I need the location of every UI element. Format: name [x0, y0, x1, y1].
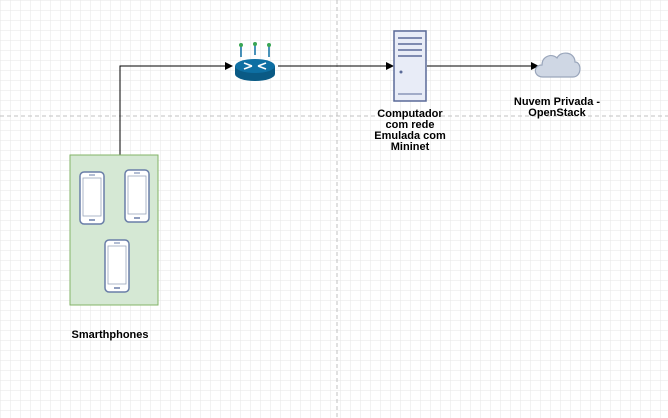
computer-label-line: Mininet — [390, 141, 430, 153]
smartphone-icon — [79, 171, 105, 225]
cloud-label: Nuvem Privada - OpenStack — [502, 97, 612, 119]
cloud-label-line: OpenStack — [528, 107, 586, 119]
computer-label-line: com rede — [385, 119, 435, 131]
cloud-label-line: Nuvem Privada - — [513, 96, 601, 108]
computer-label-line: Emulada com — [374, 130, 446, 142]
smartphones-label: Smarthphones — [60, 330, 160, 341]
connector-smartphones-router[interactable] — [119, 62, 233, 155]
computer-label-line: Computador — [377, 108, 443, 120]
cloud-icon[interactable] — [534, 52, 581, 78]
router-icon[interactable] — [235, 42, 275, 81]
smartphone-icon — [124, 169, 150, 223]
smartphone-icon — [104, 239, 130, 293]
computer-label: Computador com rede Emulada com Mininet — [360, 109, 460, 153]
server-tower-icon[interactable] — [393, 30, 427, 102]
smartphones-label-text: Smarthphones — [71, 329, 149, 341]
smartphones-group[interactable] — [69, 154, 159, 306]
